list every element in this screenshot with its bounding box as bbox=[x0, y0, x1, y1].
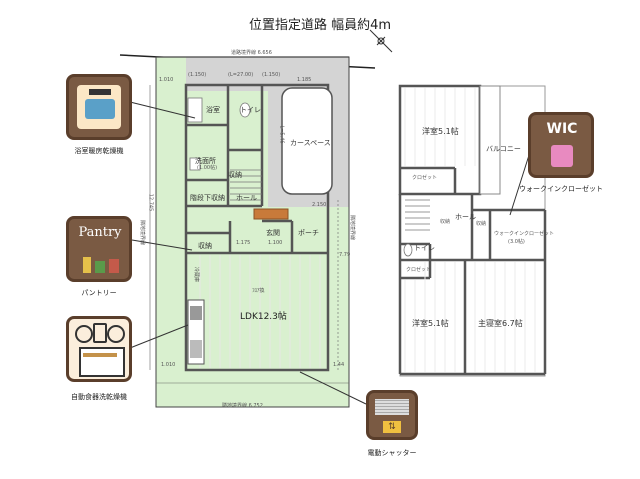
room-closet2: クロゼット bbox=[406, 267, 432, 273]
room-storage: 収納 bbox=[198, 242, 212, 250]
room-wic-sub: (3.0帖) bbox=[508, 239, 525, 245]
floor-note: ﾌﾛｱ換 bbox=[252, 288, 265, 294]
room-storage: 収納 bbox=[228, 171, 242, 179]
pantry-caption: パントリー bbox=[81, 289, 117, 297]
wic-icon: WIC bbox=[528, 112, 594, 178]
room-hall-f2: ホール bbox=[455, 213, 476, 221]
room-washroom: 洗面所 bbox=[195, 157, 216, 165]
shutter-caption: 電動シャッター bbox=[367, 449, 417, 457]
bath-dryer-icon bbox=[66, 74, 132, 140]
dim: 1.010 bbox=[161, 362, 176, 368]
dim: (L=27.00) bbox=[228, 72, 254, 78]
dim: 12.745 bbox=[147, 193, 154, 212]
side-boundary-label: 隣地境界線 bbox=[139, 219, 146, 246]
room-master: 主寝室6.7帖 bbox=[478, 319, 523, 328]
compass-icon bbox=[369, 29, 393, 53]
dim: 2.150 bbox=[312, 202, 327, 208]
dishwasher-caption: 自動食器洗乾燥機 bbox=[71, 393, 127, 401]
room-western1: 洋室5.1帖 bbox=[422, 127, 459, 136]
room-storage-f2: 収納 bbox=[440, 219, 451, 225]
room-carport: カースペース bbox=[290, 139, 331, 147]
neighbor-boundary-label: 隣地境界線 6.752 bbox=[222, 403, 263, 409]
room-ldk: LDK12.3帖 bbox=[240, 312, 287, 322]
room-wic: ウォークインクローゼット bbox=[494, 231, 555, 237]
room-closet1: クロゼット bbox=[412, 175, 438, 181]
dim: 7.79 bbox=[339, 252, 351, 258]
room-entrance: 玄関 bbox=[266, 229, 280, 237]
dim: 1.44 bbox=[333, 362, 345, 368]
room-stair-storage: 階段下収納 bbox=[190, 194, 225, 202]
dim: 1.175 bbox=[236, 240, 251, 246]
dim: 1.185 bbox=[297, 77, 312, 83]
pantry-icon: Pantry bbox=[66, 216, 132, 282]
room-porch: ポーチ bbox=[298, 229, 319, 237]
room-toilet: トイレ bbox=[240, 106, 261, 114]
room-balcony: バルコニー bbox=[486, 145, 521, 153]
room-wc-storage: 収納 bbox=[476, 221, 487, 227]
dim: 1.010 bbox=[159, 77, 174, 83]
pantry-label: Pantry bbox=[78, 225, 122, 240]
fridge-label: 冷蔵庫 bbox=[193, 266, 200, 283]
page-title: 位置指定道路 幅員約4m bbox=[248, 18, 392, 33]
dim: (1.150) bbox=[188, 72, 207, 78]
dim: 1.100 bbox=[268, 240, 283, 246]
wic-label: WIC bbox=[546, 121, 578, 137]
room-hall: ホール bbox=[236, 194, 257, 202]
dishwasher-icon bbox=[66, 316, 132, 382]
shutter-icon: ⇅ bbox=[366, 390, 418, 440]
side-boundary-label: 隣地境界線 bbox=[349, 214, 356, 241]
room-washroom-sub: (1.00帖) bbox=[197, 165, 218, 171]
room-bath: 浴室 bbox=[206, 106, 220, 114]
wic-caption: ウォークインクローゼット bbox=[519, 185, 603, 193]
road-boundary-label: 道路境界線 6.656 bbox=[231, 50, 272, 56]
room-western2: 洋室5.1帖 bbox=[412, 319, 449, 328]
dim: (1.150) bbox=[262, 72, 281, 78]
room-toilet-f2: トイレ bbox=[414, 244, 435, 252]
bath-dryer-caption: 浴室暖房乾燥機 bbox=[74, 147, 124, 155]
carport-len: L=5.46 bbox=[278, 125, 285, 144]
